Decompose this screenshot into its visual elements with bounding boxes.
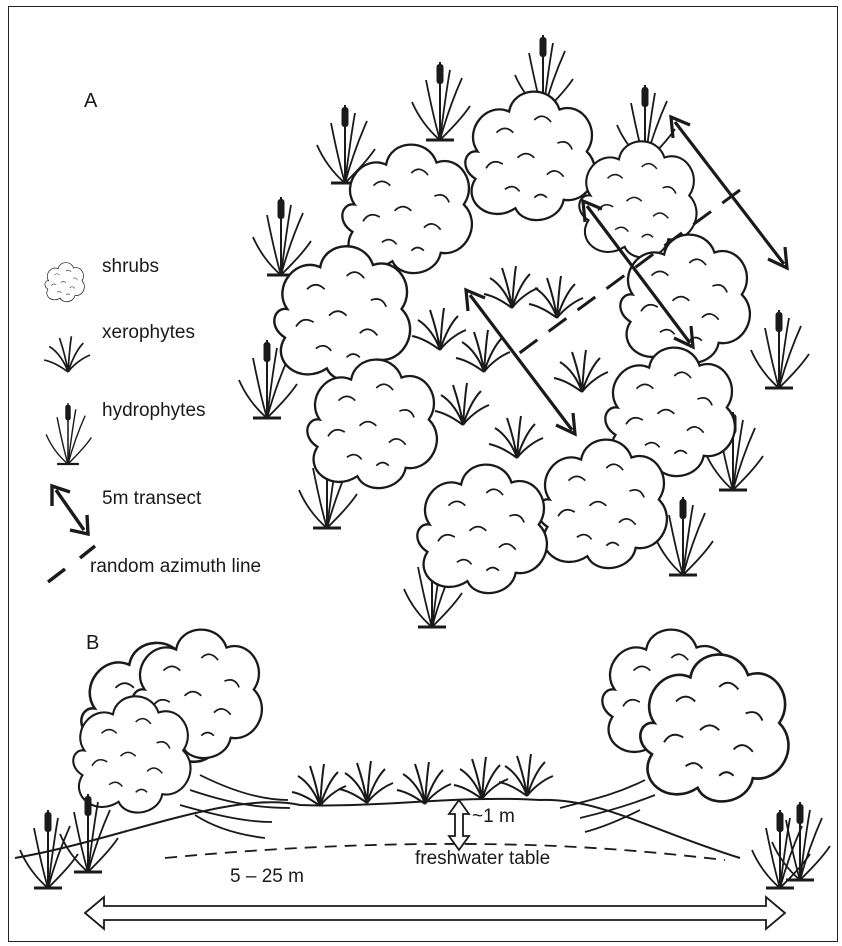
width-arrow [85,897,785,929]
legend-icons [44,263,95,582]
legend-transect-label: 5m transect [102,488,201,510]
xerophyte-icon [292,764,346,806]
xerophyte-icon [339,761,393,803]
water-table-label: freshwater table [415,848,550,870]
depth-label: ~1 m [472,806,515,828]
xerophyte-icon [529,276,583,318]
shrubs-legend-icon [45,263,84,302]
hydrophyte-icon [253,197,311,275]
xerophyte-icon [454,757,508,799]
shrub-icon [465,92,595,220]
transect-legend-icon [52,486,88,534]
hydrophytes-legend-icon [46,403,91,464]
xerophyte-icon [554,350,608,392]
xerophyte-icon [397,762,451,804]
legend-xerophytes-label: xerophytes [102,322,195,344]
xerophyte-icon [435,383,489,425]
xerophyte-icon [484,266,538,308]
azimuth-legend-icon [48,546,95,582]
shrub-icon [274,246,410,381]
xerophyte-icon [412,308,466,350]
shrub-icon [417,465,547,593]
panel-a-ring [239,35,809,627]
legend-hydrophytes-label: hydrophytes [102,400,206,422]
legend-shrubs-label: shrubs [102,256,159,278]
shrub-icon [537,440,667,568]
hydrophyte-icon [20,810,78,888]
panel-a-label: A [84,90,97,113]
legend-azimuth-label: random azimuth line [90,556,261,578]
panel-b-cross-section [15,630,830,929]
width-label: 5 – 25 m [230,866,304,888]
xerophytes-legend-icon [44,336,90,372]
hydrophyte-icon [412,62,470,140]
panel-b-label: B [86,632,99,655]
xerophyte-icon [489,416,543,458]
hydrophyte-icon [751,310,809,388]
shrub-icon [307,360,437,488]
xerophyte-icon [499,754,553,796]
depth-arrow [449,800,469,850]
